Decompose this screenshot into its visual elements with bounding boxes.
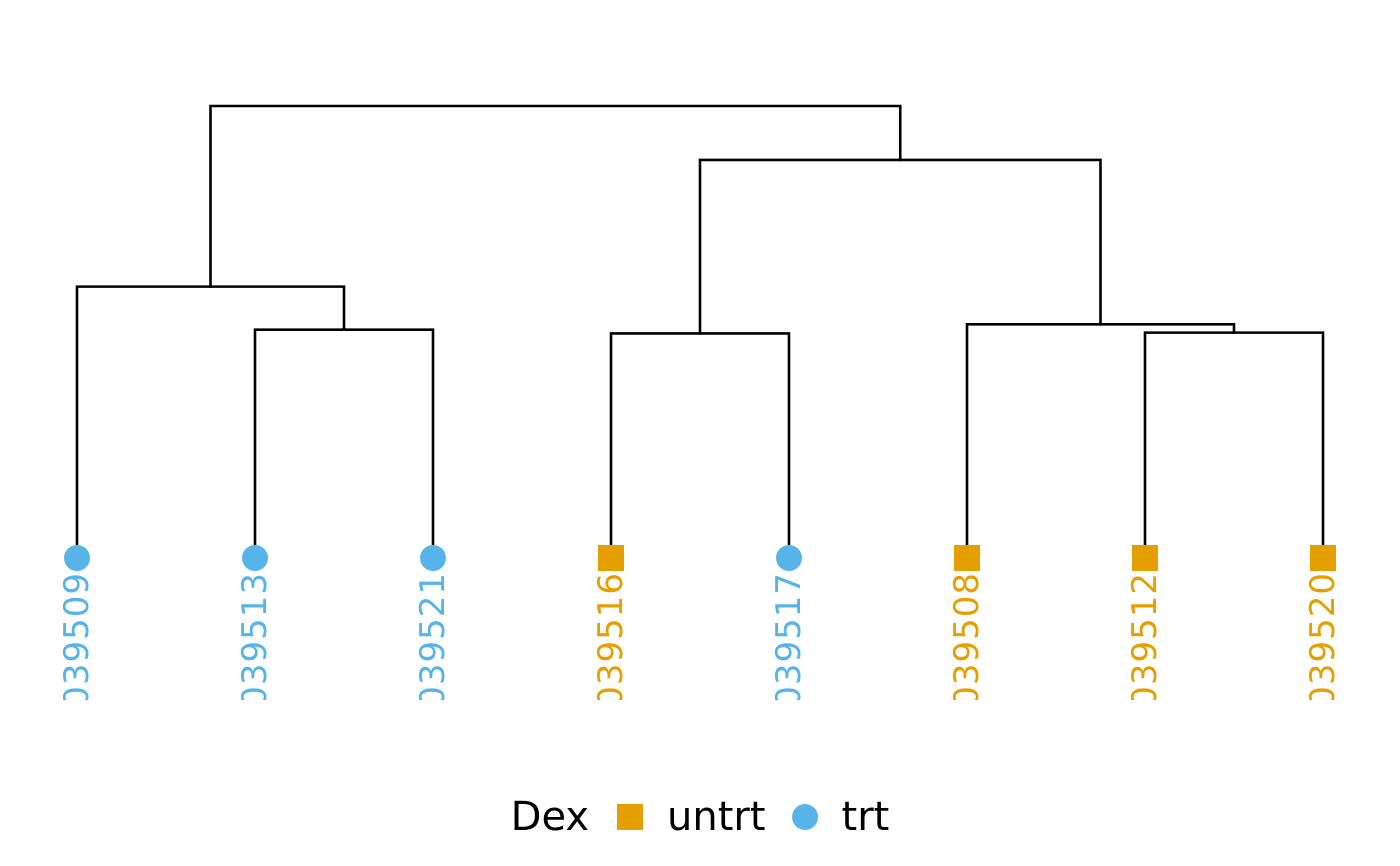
dendrogram-branch	[609, 332, 791, 560]
legend-item-trt: trt	[791, 794, 890, 840]
dendrogram-branch	[698, 158, 1102, 335]
tip-labels: SRR1039509 SRR1039513 SRR1039521 SRR1039516…	[57, 572, 1343, 802]
legend-square-icon	[617, 804, 644, 830]
tip-label: SRR1039520	[1303, 572, 1343, 802]
tip-square-marker	[598, 545, 624, 571]
legend-label-untrt: untrt	[667, 794, 766, 840]
dendrogram-branches	[75, 104, 1325, 560]
tip-markers	[64, 545, 1336, 571]
tip-label: SRR1039512	[1125, 572, 1165, 802]
tip-label: SRR1039517	[769, 572, 809, 802]
tip-circle-marker	[64, 545, 90, 571]
tip-circle-marker	[776, 545, 802, 571]
dendrogram-branch	[1143, 331, 1325, 560]
legend-label-trt: trt	[841, 794, 890, 840]
legend: Dex untrt trt	[0, 790, 1400, 844]
tip-circle-marker	[420, 545, 446, 571]
dendrogram-branch	[965, 322, 1236, 560]
dendrogram-branch	[75, 285, 346, 560]
dendrogram-branch	[253, 328, 435, 560]
tip-label: SRR1039521	[413, 572, 453, 802]
legend-title: Dex	[510, 794, 590, 840]
tip-label: SRR1039516	[591, 572, 631, 802]
tip-square-marker	[954, 545, 980, 571]
tip-square-marker	[1132, 545, 1158, 571]
tip-circle-marker	[242, 545, 268, 571]
tip-label: SRR1039508	[947, 572, 987, 802]
dendrogram-branch	[209, 104, 902, 288]
tip-label: SRR1039509	[57, 572, 97, 802]
tip-square-marker	[1310, 545, 1336, 571]
legend-circle-icon	[791, 804, 818, 830]
tip-label: SRR1039513	[235, 572, 275, 802]
legend-item-untrt: untrt	[617, 794, 766, 840]
